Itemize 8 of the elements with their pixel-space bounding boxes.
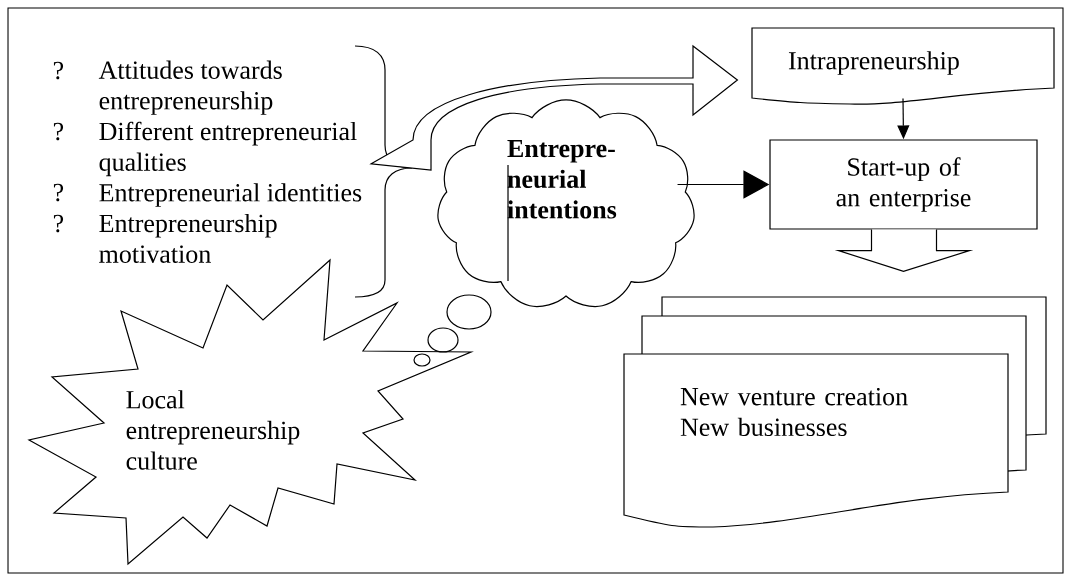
bullet-mark: ? xyxy=(53,214,64,233)
process-box: Start-up of an enterprise xyxy=(769,139,1038,230)
document-stack: New venture creation New businesses xyxy=(623,296,1047,528)
block-arrow xyxy=(370,45,738,171)
bullet-mark: ? xyxy=(53,61,64,80)
block-arrow xyxy=(834,229,974,272)
bullet-mark: ? xyxy=(53,183,64,202)
bullet-mark: ? xyxy=(53,122,64,141)
